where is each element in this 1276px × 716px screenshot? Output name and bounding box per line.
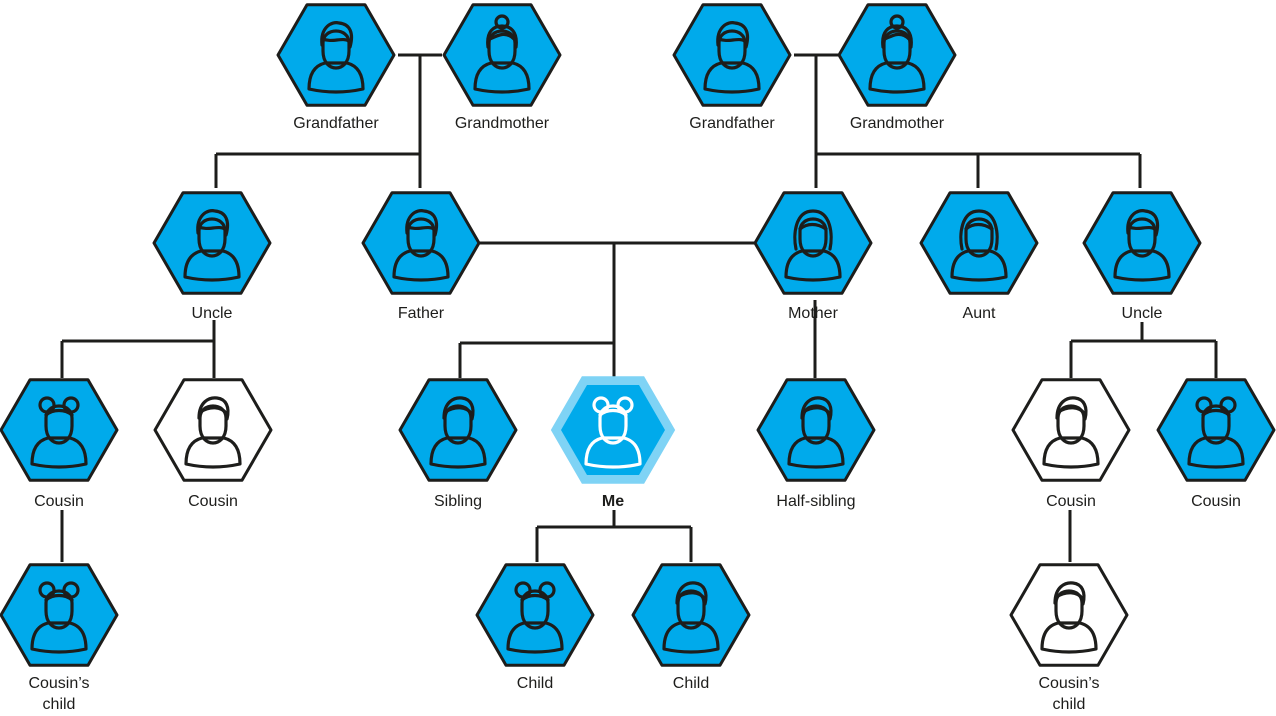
girl-icon [30,396,88,469]
boy-icon [662,581,720,654]
hexagon-frame [919,191,1039,295]
hexagon-frame [276,3,396,107]
person-node-uncle2 [1082,191,1202,295]
person-node-mgf [672,3,792,107]
person-nodes [0,3,1276,667]
person-label: Grandmother [454,115,550,132]
hexagon-frame [1156,378,1276,482]
boy-icon [429,396,487,469]
person-node-cchild1 [0,563,119,667]
woman-bun-icon [868,14,926,94]
boy-icon [1042,396,1100,469]
person-label: Child [516,675,554,692]
boy-icon [184,396,242,469]
man-icon [1113,209,1171,282]
man-icon [307,21,365,94]
person-node-halfsib [756,378,876,482]
hexagon-frame [0,378,119,482]
person-label: Child [672,675,710,692]
man-icon [392,209,450,282]
hexagon-frame [1011,378,1131,482]
boy-icon [787,396,845,469]
hexagon-frame [475,563,595,667]
man-icon [703,21,761,94]
person-node-father [361,191,481,295]
person-label: Cousin [188,493,238,510]
hexagon-frame [753,191,873,295]
person-label: Grandfather [293,115,379,132]
hexagon-frame [361,191,481,295]
person-node-uncle1 [152,191,272,295]
person-node-sibling [398,378,518,482]
person-label: Aunt [962,305,996,322]
person-node-pgf [276,3,396,107]
hexagon-frame [1009,563,1129,667]
person-node-child2 [631,563,751,667]
person-node-cousin3 [1011,378,1131,482]
person-label: Uncle [1121,305,1163,322]
connector-lines [60,53,1218,562]
person-label: Cousin [1191,493,1241,510]
person-label: Mother [788,305,838,322]
boy-icon [1040,581,1098,654]
girl-icon [30,581,88,654]
woman-icon [784,209,842,282]
person-label: Uncle [191,305,233,322]
hexagon-frame [152,191,272,295]
hexagon-frame [1082,191,1202,295]
hexagon-frame [442,3,562,107]
person-label: Grandfather [689,115,775,132]
person-node-me [550,376,676,484]
person-node-cousin1 [0,378,119,482]
hexagon-frame [153,378,273,482]
woman-bun-icon [473,14,531,94]
girl-icon [1187,396,1245,469]
person-label: Father [397,305,445,322]
person-node-mgm [837,3,957,107]
hexagon-frame [0,563,119,667]
person-label: Half-sibling [776,493,856,510]
person-node-child1 [475,563,595,667]
hexagon-frame [837,3,957,107]
person-node-cousin2 [153,378,273,482]
hexagon-frame [756,378,876,482]
person-label: Cousin’s child [1038,675,1100,713]
hexagon-frame [398,378,518,482]
girl-icon [506,581,564,654]
hexagon-frame [631,563,751,667]
person-label: Cousin [34,493,84,510]
person-label: Grandmother [849,115,945,132]
person-label: Cousin’s child [28,675,90,713]
person-node-aunt [919,191,1039,295]
person-node-cchild2 [1009,563,1129,667]
person-node-cousin4 [1156,378,1276,482]
person-label: Sibling [433,493,483,510]
person-label: Me [601,493,625,510]
hexagon-frame [672,3,792,107]
person-node-mother [753,191,873,295]
girl-icon [584,396,642,469]
person-label: Cousin [1046,493,1096,510]
person-node-pgm [442,3,562,107]
man-icon [183,209,241,282]
woman-icon [950,209,1008,282]
